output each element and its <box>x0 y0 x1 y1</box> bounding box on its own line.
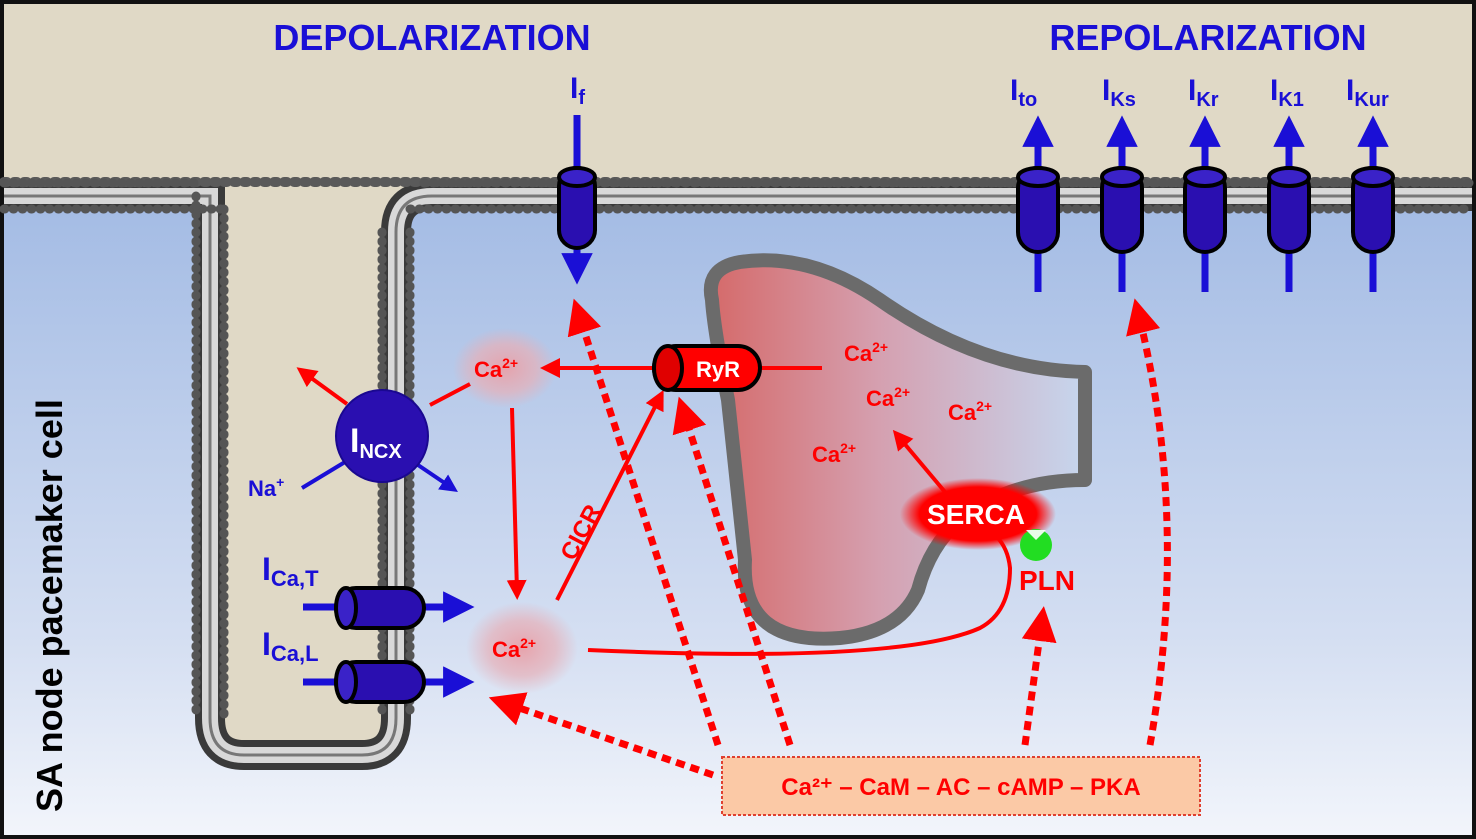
ncx-ca-link <box>429 382 471 407</box>
ca-cloud-upper <box>453 328 557 408</box>
ca-label-sr-2: Ca2+ <box>866 384 910 411</box>
ca-label-sr-4: Ca2+ <box>812 440 856 467</box>
ca-label-sr-3: Ca2+ <box>948 398 992 425</box>
ca-label-sr-1: Ca2+ <box>844 339 888 366</box>
ncx-ca-out-arrow <box>296 367 349 406</box>
ikur-label: IKur <box>1346 74 1389 111</box>
serca-uptake-arrow <box>892 429 947 494</box>
ryr-label: RyR <box>696 357 740 382</box>
ca-diffusion-arrow <box>506 407 527 600</box>
pka-to-if-arrow <box>567 298 722 747</box>
ikr-label: IKr <box>1188 74 1219 111</box>
pka-to-pln-arrow <box>1021 606 1057 746</box>
ical-channel <box>334 660 426 704</box>
ikr-channel <box>1183 166 1227 254</box>
ito-label: Ito <box>1010 74 1037 111</box>
ical-label: ICa,L <box>262 626 319 666</box>
depolarization-title: DEPOLARIZATION <box>273 17 590 58</box>
ryr-channel: RyR <box>652 344 762 392</box>
ikur-channel <box>1351 166 1395 254</box>
iks-label: IKs <box>1102 74 1136 111</box>
na-in-link <box>300 460 347 490</box>
pka-to-ik-arrow <box>1126 298 1171 746</box>
iks-channel <box>1100 166 1144 254</box>
incx-label: INCX <box>350 422 402 463</box>
na-out-arrow <box>416 463 458 493</box>
na-label: Na+ <box>248 474 284 501</box>
ca-cloud-lower <box>466 602 578 694</box>
pathway-label: Ca²⁺ – CaM – AC – cAMP – PKA <box>781 774 1140 801</box>
cell-membrane <box>4 181 1472 770</box>
pka-to-ica-arrow <box>488 692 715 779</box>
ncx-exchanger: INCX <box>335 389 429 483</box>
if-label: If <box>570 72 585 109</box>
ca-label-lower: Ca2+ <box>492 635 536 662</box>
calcium-labels: Ca2+ Ca2+ Ca2+ Ca2+ Ca2+ Ca2+ <box>474 339 992 662</box>
pka-to-ryr-arrow <box>672 396 794 747</box>
icat-label: ICa,T <box>262 551 319 591</box>
cicr-arrow <box>555 389 664 601</box>
cell-label: SA node pacemaker cell <box>29 399 70 812</box>
pln-label: PLN <box>1019 565 1075 596</box>
pathway-box: Ca²⁺ – CaM – AC – cAMP – PKA <box>721 756 1201 816</box>
icat-channel <box>334 586 426 630</box>
ca-label-upper: Ca2+ <box>474 355 518 382</box>
serca-pump: SERCA <box>900 478 1056 550</box>
ik1-label: IK1 <box>1270 74 1304 111</box>
serca-label: SERCA <box>927 499 1025 530</box>
repolarization-title: REPOLARIZATION <box>1049 17 1366 58</box>
if-channel <box>557 166 597 250</box>
ito-channel <box>1016 166 1060 254</box>
current-labels: If Ito IKs IKr IK1 IKur ICa,T ICa,L Na+ <box>248 72 1389 666</box>
membrane-channels <box>557 166 1395 254</box>
ik1-channel <box>1267 166 1311 254</box>
dotted-red-arrows <box>488 298 1171 779</box>
pln-protein <box>1020 529 1052 561</box>
